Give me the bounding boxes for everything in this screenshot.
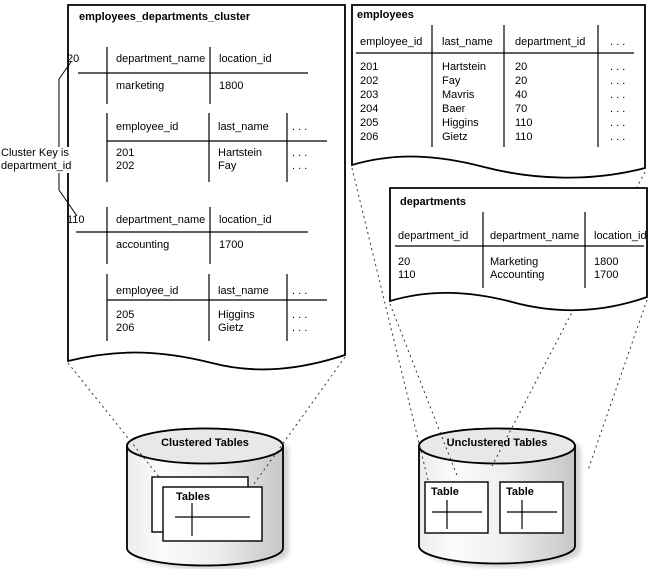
column-header: location_id [594, 230, 647, 242]
table-column: 201 202 203 204 205 206 [360, 61, 379, 143]
table-column: 20 110 [398, 256, 416, 281]
column-header: location_id [219, 214, 272, 226]
ellipsis-column: . . . [610, 36, 626, 48]
cluster-box-outline [67, 4, 346, 371]
table-cell: marketing [116, 80, 165, 92]
unclustered-table-card-label: Table [431, 486, 459, 498]
clustered-cylinder-top [126, 427, 284, 465]
departments-grid-lines [395, 212, 644, 288]
employees-box-outline [351, 4, 646, 179]
ellipsis-column: . . . . . . [292, 309, 308, 334]
unclustered-table-card-1 [424, 481, 489, 534]
table-glyph [432, 500, 557, 529]
column-header: last_name [442, 36, 493, 48]
cluster-key-bracket [58, 61, 78, 217]
column-header: last_name [218, 285, 269, 297]
column-header: last_name [218, 121, 269, 133]
column-header: department_id [398, 230, 469, 242]
column-header: department_name [116, 53, 206, 65]
table-column: 205 206 [116, 309, 135, 334]
table-column: 20 20 40 70 110 110 [515, 61, 533, 143]
cluster-to-clustered-right-line [253, 356, 346, 485]
departments-table-title: departments [400, 196, 467, 208]
table-column: Higgins Gietz [218, 309, 255, 334]
column-header: location_id [219, 53, 272, 65]
ellipsis-column: . . . [292, 285, 308, 297]
table-column: 1800 1700 [594, 256, 619, 281]
unclustered-storage-label: Unclustered Tables [446, 437, 548, 449]
column-header: department_name [116, 214, 206, 226]
column-header: employee_id [360, 36, 423, 48]
unclustered-cylinder [418, 427, 581, 568]
table-cell: 1700 [219, 239, 244, 251]
cluster-box-title: employees_departments_cluster [79, 11, 251, 23]
table-column: Hartstein Fay [218, 147, 263, 172]
table-column: Hartstein Fay Mavris Baer Higgins Gietz [442, 61, 487, 143]
clustered-storage-label: Clustered Tables [161, 437, 249, 449]
unclustered-cylinder-top [418, 427, 576, 465]
table-column: Marketing Accounting [490, 256, 545, 281]
unclustered-table-card-2 [499, 481, 564, 534]
departments-to-unclustered-left-line [389, 303, 459, 479]
employees-table-title: employees [357, 9, 414, 21]
ellipsis-column: . . . . . . [292, 147, 308, 172]
cluster-key-annotation: Cluster Key is department_id [1, 147, 72, 173]
ellipsis-column: . . . . . . . . . . . . . . . . . . [610, 61, 626, 143]
departments-to-unclustered-right-line [587, 299, 648, 471]
table-cell: 1800 [219, 80, 244, 92]
column-header: employee_id [116, 285, 179, 297]
column-header: employee_id [116, 121, 179, 133]
cluster-box-grid-lines [76, 47, 327, 341]
cluster-to-clustered-left-line [67, 362, 161, 479]
table-cell: accounting [116, 239, 170, 251]
departments-box-outline [389, 187, 648, 311]
column-header: department_name [490, 230, 580, 242]
unclustered-table-card-label: Table [506, 486, 534, 498]
clustered-tables-front-card [162, 486, 263, 542]
cluster-key-value: 20 [67, 53, 80, 65]
clustered-cylinder [126, 427, 289, 569]
cluster-key-value: 110 [67, 214, 85, 226]
clustered-tables-card-label: Tables [176, 491, 211, 503]
table-column: 201 202 [116, 147, 135, 172]
column-header: department_id [515, 36, 586, 48]
employees-to-unclustered-left-line [351, 167, 429, 481]
employees-grid-lines [356, 25, 634, 147]
table-glyph [175, 503, 250, 536]
ellipsis-column: . . . [292, 121, 308, 133]
